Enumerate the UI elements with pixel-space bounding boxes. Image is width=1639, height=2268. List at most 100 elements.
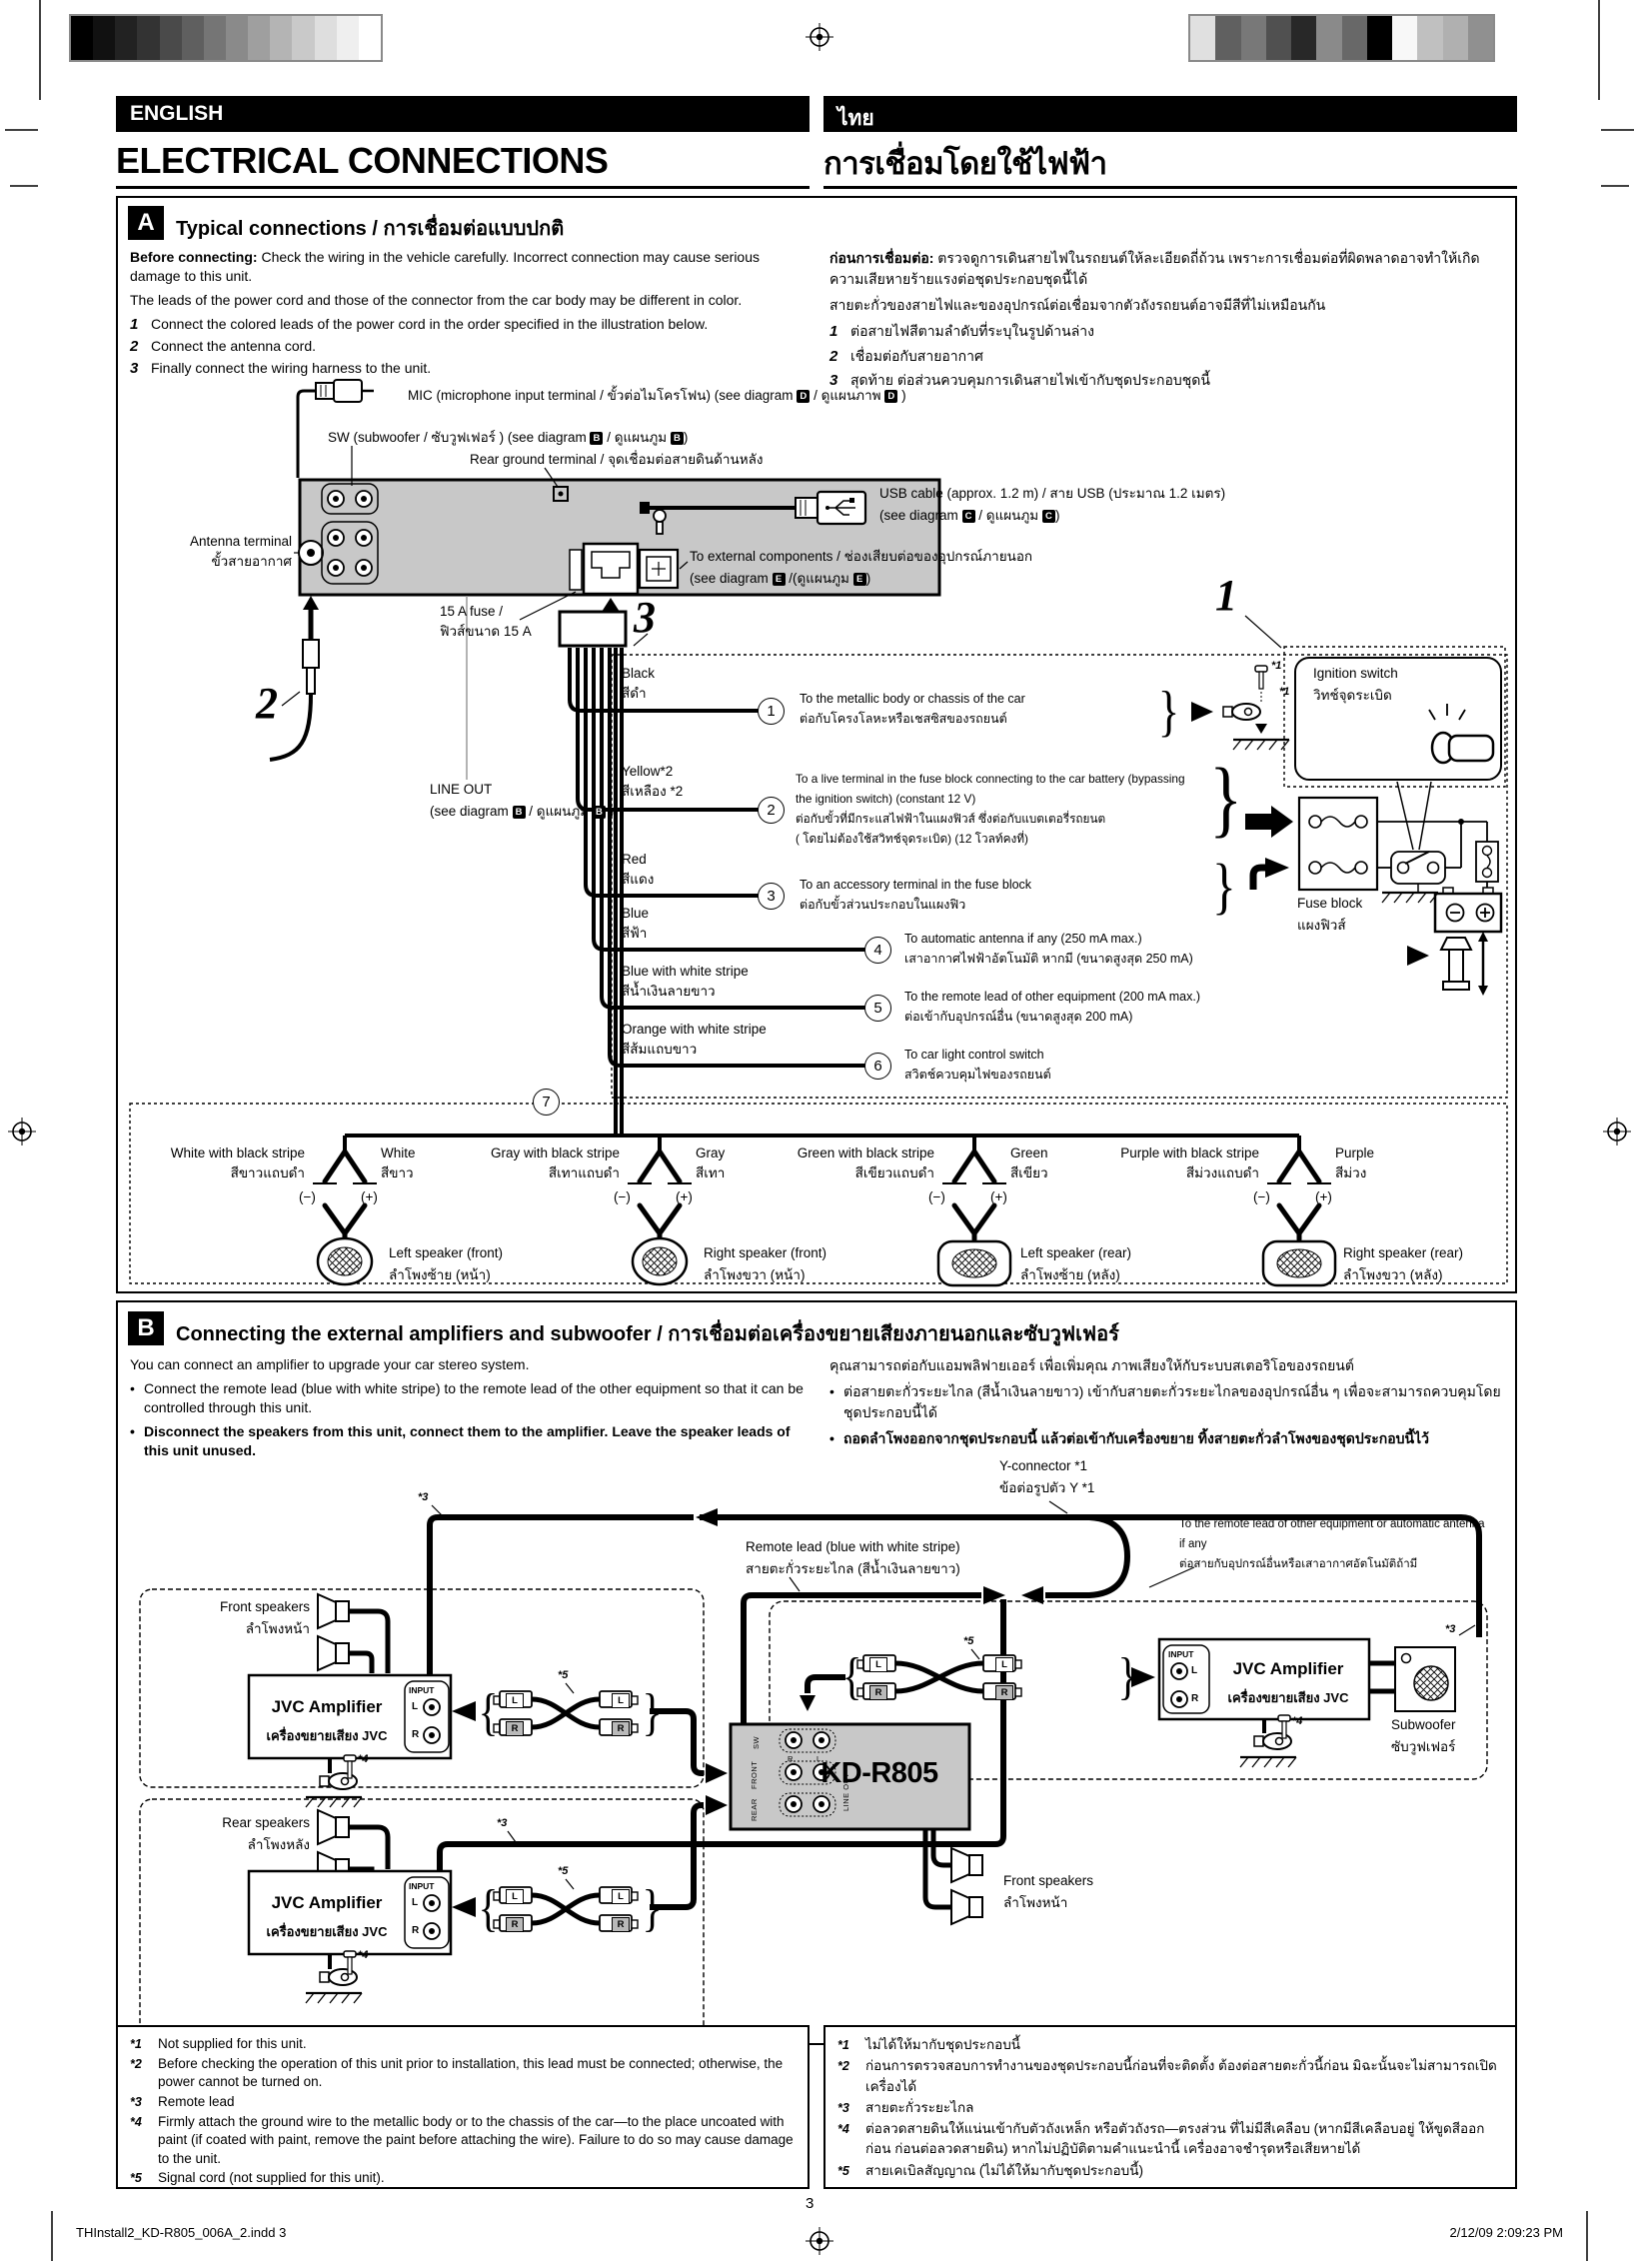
wire-number-4-badge: 4 (864, 937, 891, 964)
grayscale-calibration-bar-left (69, 14, 383, 62)
wire-number-3-badge: 3 (758, 883, 785, 910)
rca3-left-r-plug: R (869, 1685, 887, 1700)
speaker-4-minus: (−) (1253, 1189, 1270, 1204)
amp3-name: JVC Amplifier (1232, 1659, 1344, 1678)
b-bullet-1-en: Connect the remote lead (blue with white… (130, 1379, 806, 1417)
step-3-number: 3 (130, 360, 139, 378)
unit-l-label: L (817, 1754, 821, 1763)
wire-color-orangewhite-th: สีส้มแถบขาว (622, 1042, 698, 1057)
fn-th-5-text: สายเคเบิลสัญญาณ (ไม่ได้ให้มากับชุดประกอบ… (865, 2162, 1143, 2178)
unit-r-label: R (788, 1754, 794, 1763)
rca1-brace-left: { (478, 1684, 499, 1741)
wire-2-destination-th: ต่อกับขั้วที่มีกระแสไฟฟ้าในแผงฟิวส์ ซึ่ง… (796, 812, 1106, 826)
wire-number-7-badge: 7 (533, 1089, 560, 1116)
fn-th-4-text: ต่อลวดสายดินให้แน่นเข้ากับตัวถังเหล็ก หร… (865, 2121, 1485, 2157)
wire-5-destination-th: ต่อเข้ากับอุปกรณ์อื่น (ขนาดสูงสุด 200 mA… (904, 1010, 1133, 1024)
fn-th-3-marker: *3 (837, 2100, 849, 2115)
footnote-ref-5a: *5 (558, 1669, 569, 1681)
diagram-letter-e-icon: E (852, 573, 866, 586)
amp3-jack-r-label: R (1191, 1693, 1199, 1704)
speaker-2-plus: (+) (676, 1189, 693, 1204)
fuse-15a-label-th: ฟิวส์ขนาด 15 A (440, 624, 532, 639)
diagram-letter-e-icon: E (772, 573, 786, 586)
y-connector-label: Y-connector *1 (999, 1458, 1088, 1473)
speaker-4-pos-label: Purple (1335, 1145, 1375, 1160)
step-2-text-en: Connect the antenna cord. (151, 337, 317, 354)
sw-terminal-label: SW (subwoofer / ซับวูฟเฟอร์ ) (see diagr… (328, 430, 689, 445)
footnote-ref-1: *1 (1271, 660, 1282, 672)
wire-2-destination: To a live terminal in the fuse block con… (796, 772, 1185, 786)
wire-color-blue: Blue (622, 906, 650, 921)
antenna-terminal-label-th: ขั้วสายอากาศ (211, 554, 292, 569)
front-speakers-label: Front speakers (219, 1599, 310, 1614)
rca2-brace-right: } (642, 1880, 663, 1937)
speaker-1-neg-label: White with black stripe (170, 1145, 305, 1160)
wire-2-destination-th-2: ( โดยไม่ต้องใช้สวิทช์จุดระเบิด) (12 โวลท… (796, 832, 1028, 846)
speaker-2-neg-label: Gray with black stripe (490, 1145, 620, 1160)
wire-color-black-th: สีดำ (622, 686, 647, 701)
unit-lineout-port-label: LINE OUT (841, 1772, 850, 1811)
subwoofer-label-th: ซับวูฟเฟอร์ (1391, 1739, 1456, 1754)
fn-th-2-marker: *2 (837, 2059, 849, 2074)
fn-en-5-marker: *5 (130, 2171, 142, 2186)
to-remote-label-th: ต่อสายกับอุปกรณ์อื่นหรือเสาอากาศอัตโนมัต… (1179, 1558, 1418, 1570)
diagram-letter-b-icon: B (512, 806, 526, 819)
step-1-text-en: Connect the colored leads of the power c… (151, 315, 709, 332)
rca2-right-r-plug: R (612, 1917, 630, 1932)
rear-speakers-label: Rear speakers (222, 1815, 310, 1830)
wire-number-2-badge: 2 (758, 797, 785, 824)
amp1-input-label: INPUT (409, 1685, 435, 1695)
fn-en-4-marker: *4 (130, 2114, 142, 2129)
usb-cable-label-2: (see diagram C / ดูแผนภูม C) (879, 508, 1060, 523)
y-connector-label-th: ข้อต่อรูปตัว Y *1 (999, 1480, 1095, 1495)
wire-number-5-badge: 5 (864, 995, 891, 1022)
wire-color-orangewhite: Orange with white stripe (622, 1022, 767, 1037)
speaker-2-name: Right speaker (front) (704, 1245, 827, 1260)
b-bullet-2-th: ถอดลำโพงออกจากชุดประกอบนี้ แล้วต่อเข้ากั… (829, 1428, 1509, 1449)
ignition-switch-label: Ignition switch (1313, 666, 1398, 681)
front-speakers-bottom-label-th: ลำโพงหน้า (1003, 1895, 1068, 1910)
wire-number-6-badge: 6 (864, 1053, 891, 1080)
speaker-2-neg-label-th: สีเทาแถบดำ (548, 1165, 620, 1180)
wire-1-destination: To the metallic body or chassis of the c… (800, 692, 1025, 706)
fn-en-1-text: Not supplied for this unit. (158, 2036, 307, 2051)
page-title-th: การเชื่อมโดยใช้ไฟฟ้า (823, 146, 1107, 181)
wire-color-black: Black (622, 666, 656, 681)
step-2-text-th: เชื่อมต่อกับสายอากาศ (850, 347, 983, 364)
speaker-3-name: Left speaker (rear) (1020, 1245, 1132, 1260)
subwoofer-label: Subwoofer (1391, 1717, 1456, 1732)
diagram-letter-b-icon: B (670, 432, 684, 445)
wire-2-destination-2: the ignition switch) (constant 12 V) (796, 792, 976, 806)
rca3-brace-right: } (1117, 1648, 1138, 1705)
wire-color-red-th: สีแดง (622, 872, 655, 887)
step-1-number-th: 1 (829, 323, 838, 340)
section-a-text-en: Before connecting: Check the wiring in t… (130, 248, 798, 379)
fn-en-3-marker: *3 (130, 2094, 142, 2109)
section-b-badge: B (128, 1311, 164, 1345)
header-rule-th (823, 186, 1517, 189)
rca1-right-r-plug: R (612, 1721, 630, 1736)
speaker-1-name-th: ลำโพงซ้าย (หน้า) (389, 1267, 491, 1282)
diagram-letter-c-icon: C (961, 510, 975, 523)
amp3-jack-l-label: L (1191, 1665, 1198, 1676)
wire-color-yellow-th: สีเหลือง *2 (622, 784, 684, 799)
fuse-block-label-th: แผงฟิวส์ (1297, 918, 1346, 933)
brace-wire-2: } (1209, 750, 1243, 846)
section-a-badge: A (128, 206, 164, 240)
step-1-number: 1 (130, 315, 139, 333)
fuse-block-label: Fuse block (1297, 896, 1363, 911)
speaker-4-name: Right speaker (rear) (1343, 1245, 1464, 1260)
page-number: 3 (806, 2195, 815, 2212)
fn-th-3-text: สายตะกั่วระยะไกล (865, 2099, 974, 2115)
fn-th-2-text: ก่อนการตรวจสอบการทำงานของชุดประกอบนี้ก่อ… (865, 2058, 1497, 2094)
wire-color-red: Red (622, 852, 647, 867)
step-2-number-th: 2 (829, 347, 838, 365)
usb-cable-label: USB cable (approx. 1.2 m) / สาย USB (ประ… (879, 486, 1226, 501)
line-out-label: LINE OUT (430, 782, 493, 797)
before-connecting-label-th: ก่อนการเชื่อมต่อ: (829, 250, 934, 266)
speaker-2-minus: (−) (614, 1189, 631, 1204)
rca1-left-l-plug: L (506, 1693, 524, 1708)
rca1-right-l-plug: L (612, 1693, 630, 1708)
diagram-letter-c-icon: C (1041, 510, 1055, 523)
